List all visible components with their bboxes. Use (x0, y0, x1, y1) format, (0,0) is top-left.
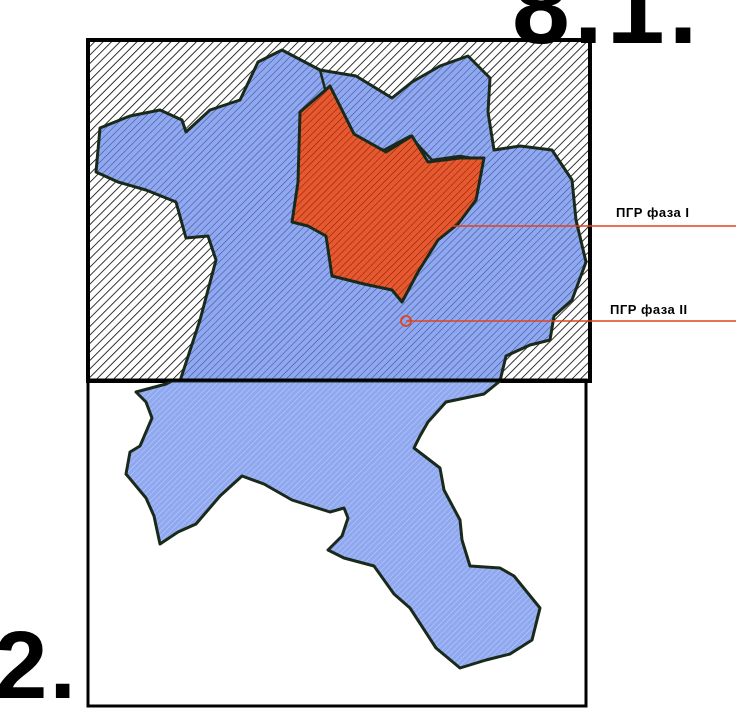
phase1-region (290, 84, 486, 304)
phase1-label: ПГР фаза I (616, 205, 690, 220)
bottom-map-frame (86, 378, 588, 708)
phase2-marker (400, 315, 412, 327)
bottom-map-region (124, 379, 542, 670)
phase2-label: ПГР фаза II (610, 302, 688, 317)
section-number-bottom: 2. (0, 612, 79, 719)
section-number-top: 8.1. (512, 0, 702, 66)
